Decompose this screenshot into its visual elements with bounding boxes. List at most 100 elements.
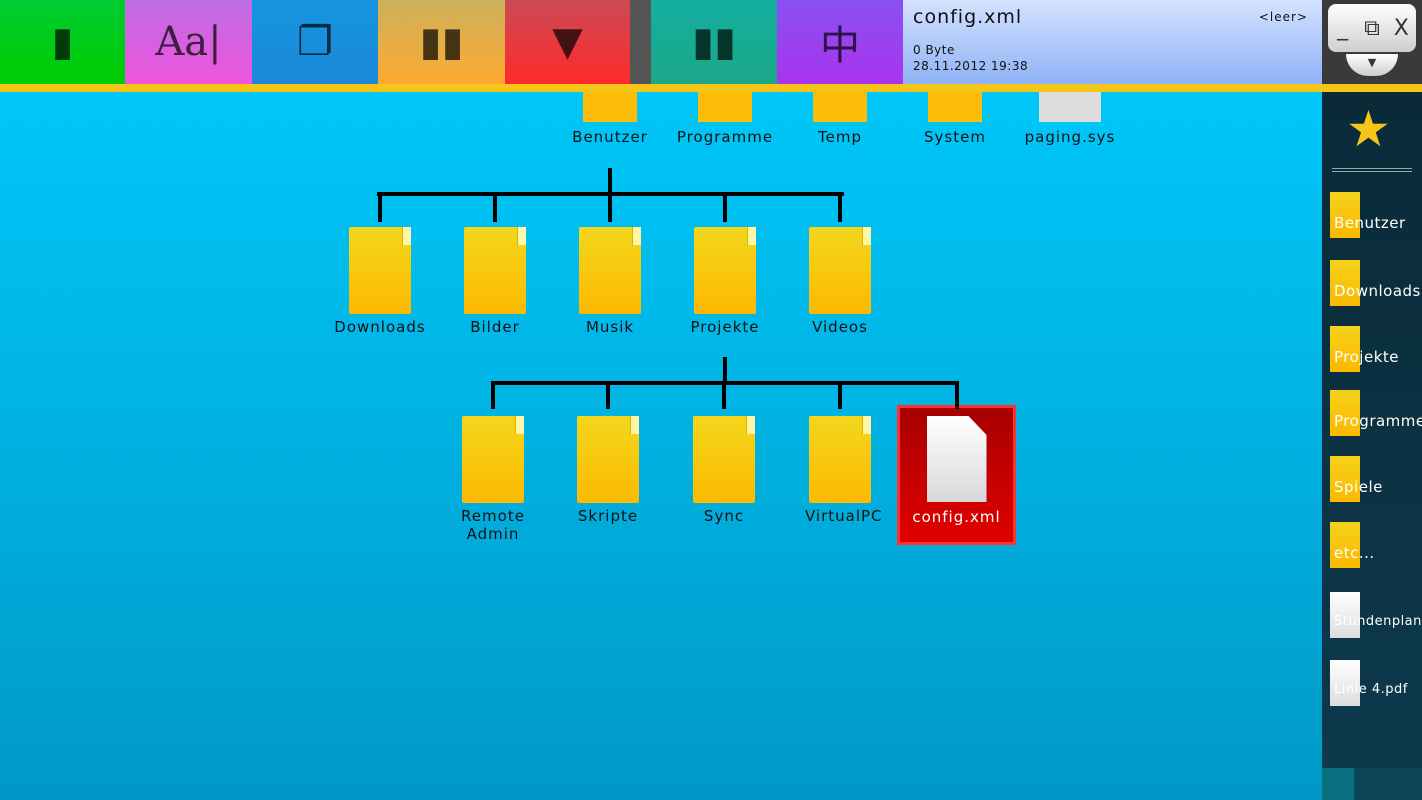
top-item[interactable]: System <box>900 92 1010 146</box>
folder-item[interactable]: Videos <box>785 227 895 336</box>
sidebar-item[interactable]: Linie 4.pdf <box>1330 660 1422 706</box>
sidebar-item[interactable]: Benutzer <box>1330 192 1422 238</box>
tree-connector <box>723 194 727 222</box>
folder-icon <box>1330 192 1360 238</box>
folder-icon <box>1330 326 1360 372</box>
tree-connector <box>491 383 495 409</box>
restore-button[interactable]: ⧉ <box>1364 15 1380 41</box>
excel-tile[interactable]: ▮ <box>0 0 125 84</box>
sidebar-item[interactable]: etc... <box>1330 522 1422 568</box>
folder-label: Downloads <box>334 318 426 336</box>
folder-label: Remote Admin <box>461 507 525 543</box>
compare-icon: ▮▮ <box>419 19 464 65</box>
file-date: 28.11.2012 19:38 <box>913 59 1029 73</box>
folder-icon <box>809 227 871 314</box>
folder-icon <box>928 92 982 122</box>
sidebar-item[interactable]: Programme <box>1330 390 1422 436</box>
split-icon: 中 <box>820 23 860 69</box>
folder-item[interactable]: Sync <box>669 416 779 525</box>
copy-icon: ❐ <box>297 19 333 65</box>
folder-icon <box>1330 456 1360 502</box>
sidebar-item-label: etc... <box>1334 544 1375 562</box>
folder-item[interactable]: Bilder <box>440 227 550 336</box>
folder-icon <box>1330 522 1360 568</box>
compare-tile[interactable]: ▮▮ <box>378 0 505 84</box>
folder-icon <box>1330 260 1360 306</box>
copy-tile[interactable]: ❐ <box>252 0 378 84</box>
sidebar-item[interactable]: Spiele <box>1330 456 1422 502</box>
item-label: System <box>924 128 986 146</box>
folder-label: Videos <box>812 318 868 336</box>
tree-connector <box>493 194 497 222</box>
sidebar-item-label: Downloads <box>1334 282 1421 300</box>
sidebar-item[interactable]: Projekte <box>1330 326 1422 372</box>
file-info-panel: config.xml <leer> 0 Byte 28.11.2012 19:3… <box>903 0 1322 84</box>
tree-connector <box>608 194 612 222</box>
folder-item[interactable]: VirtualPC <box>785 416 895 525</box>
top-item[interactable]: paging.sys <box>1015 92 1125 146</box>
sidebar-item-label: Projekte <box>1334 348 1399 366</box>
sidebar-divider <box>1332 168 1412 172</box>
tree-connector <box>608 168 612 196</box>
font-tile[interactable]: Aa| <box>125 0 252 84</box>
file-name: config.xml <box>913 6 1023 28</box>
folder-icon <box>809 416 871 503</box>
unpack-icon: ▮▮ <box>691 19 737 65</box>
folder-label: VirtualPC <box>805 507 883 525</box>
accent-bar <box>0 84 1422 92</box>
tree-connector <box>722 383 726 409</box>
item-label: paging.sys <box>1024 128 1116 146</box>
folder-item[interactable]: Musik <box>555 227 665 336</box>
tree-connector <box>723 357 727 385</box>
folder-icon <box>813 92 867 122</box>
minimize-button[interactable]: _ <box>1337 15 1349 41</box>
folder-item[interactable]: Downloads <box>325 227 435 336</box>
file-icon <box>1039 92 1101 122</box>
file-icon <box>1330 660 1360 706</box>
window-controls: _ ⧉ X ▼ <box>1322 0 1422 84</box>
folder-icon <box>583 92 637 122</box>
close-button[interactable]: X <box>1393 15 1409 41</box>
selected-file-config-xml[interactable]: config.xml <box>897 405 1016 545</box>
folder-item[interactable]: Remote Admin <box>438 416 548 543</box>
sidebar-item[interactable]: Downloads <box>1330 260 1422 306</box>
top-item[interactable]: Benutzer <box>555 92 665 146</box>
folder-label: Projekte <box>690 318 760 336</box>
split-tile[interactable]: 中 <box>777 0 903 84</box>
folder-icon <box>577 416 639 503</box>
unpack-tile[interactable]: ▮▮ <box>651 0 777 84</box>
star-icon[interactable]: ★ <box>1346 100 1391 158</box>
tree-connector <box>955 383 959 409</box>
sidebar-bottom-button[interactable] <box>1322 768 1354 800</box>
top-item[interactable]: Programme <box>670 92 780 146</box>
item-label: Programme <box>676 128 774 146</box>
sidebar-item-label: Benutzer <box>1334 214 1406 232</box>
tree-connector <box>838 194 842 222</box>
folder-item[interactable]: Projekte <box>670 227 780 336</box>
menu-dropdown-button[interactable]: ▼ <box>1346 54 1398 76</box>
sidebar-bottom-bar <box>1322 768 1422 800</box>
file-size: 0 Byte <box>913 43 955 57</box>
folder-item[interactable]: Skripte <box>553 416 663 525</box>
selected-file-label: config.xml <box>912 508 1001 526</box>
folder-icon <box>349 227 411 314</box>
folder-icon <box>698 92 752 122</box>
folder-icon <box>464 227 526 314</box>
spreadsheet-icon: ▮ <box>51 19 74 65</box>
folder-icon <box>462 416 524 503</box>
file-icon <box>1330 592 1360 638</box>
item-label: Benutzer <box>572 128 648 146</box>
sidebar-item-label: Spiele <box>1334 478 1383 496</box>
folder-label: Bilder <box>470 318 520 336</box>
top-item[interactable]: Temp <box>785 92 895 146</box>
trash-tile[interactable]: ▼ <box>505 0 630 84</box>
sidebar-item-label: Stundenplan.pdf <box>1334 614 1422 629</box>
sidebar-item[interactable]: Stundenplan.pdf <box>1330 592 1422 638</box>
folder-label: Skripte <box>577 507 639 525</box>
folder-label: Musik <box>585 318 635 336</box>
folder-icon <box>579 227 641 314</box>
item-label: Temp <box>818 128 862 146</box>
folder-icon <box>694 227 756 314</box>
font-icon: Aa| <box>155 19 222 65</box>
sidebar-item-label: Linie 4.pdf <box>1334 682 1408 697</box>
